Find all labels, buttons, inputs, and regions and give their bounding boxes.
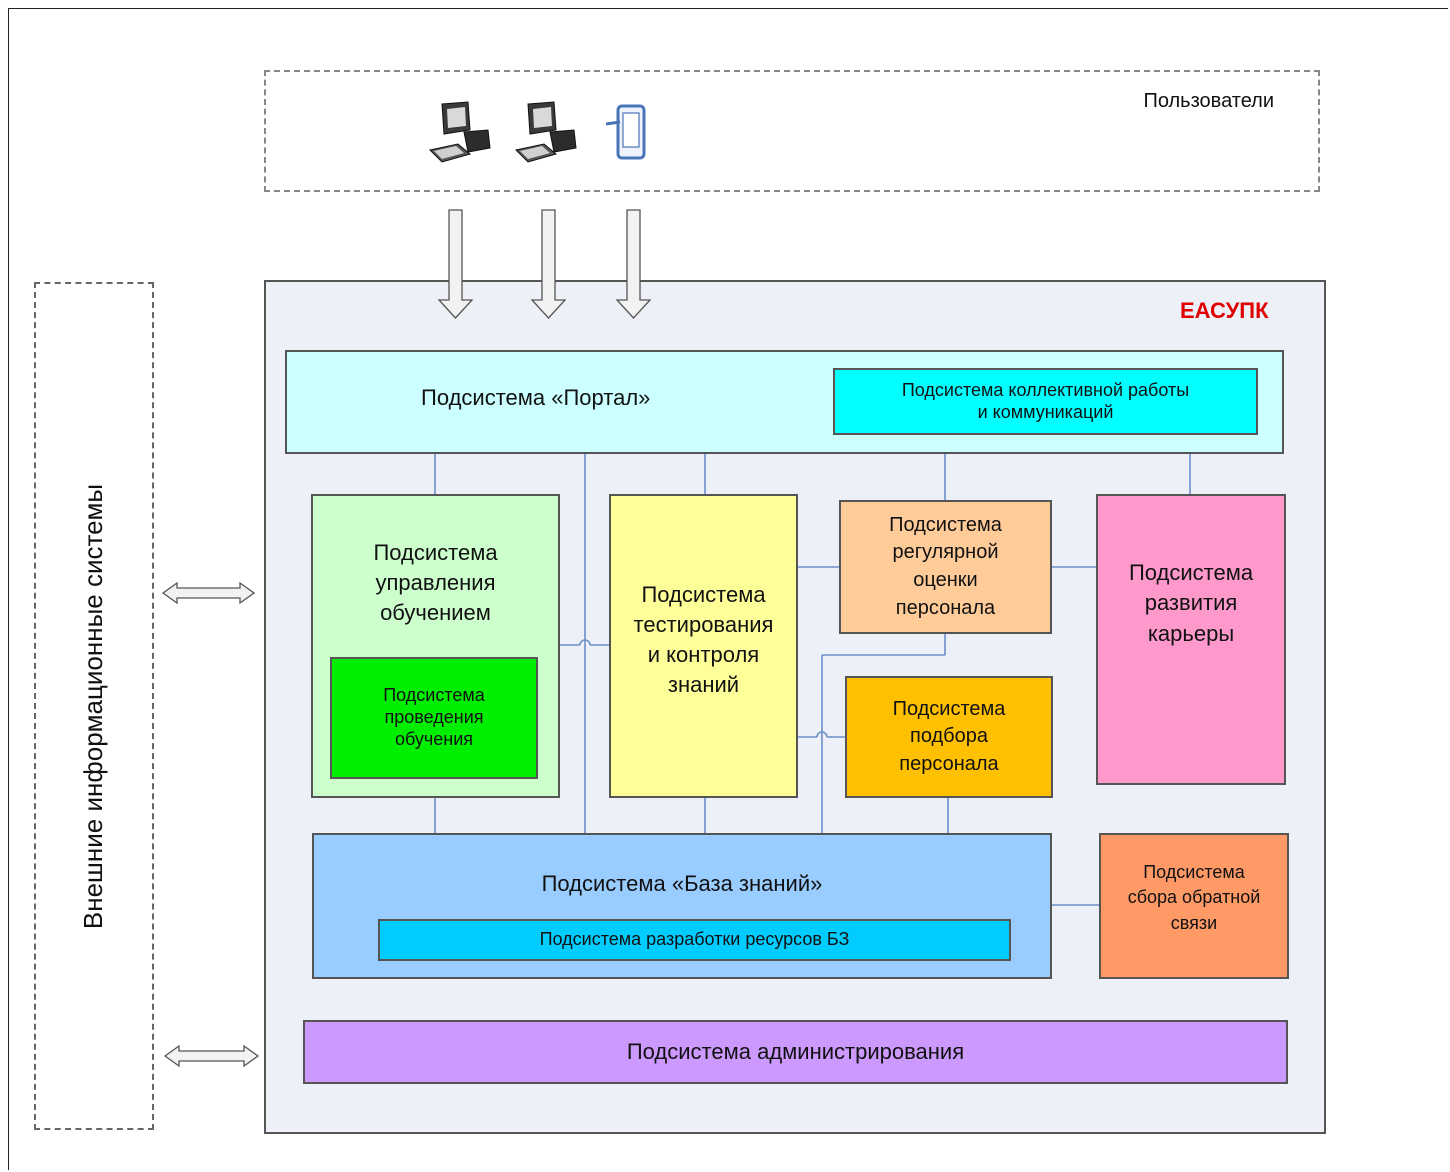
feedback-label-line1: Подсистема bbox=[1143, 862, 1245, 883]
collab-subsystem: Подсистема коллективной работы и коммуни… bbox=[833, 368, 1258, 435]
external-systems-box: Внешние информационные системы bbox=[34, 282, 154, 1130]
kb-resources-subsystem: Подсистема разработки ресурсов БЗ bbox=[378, 919, 1011, 961]
connector-line bbox=[579, 639, 591, 646]
down-arrow bbox=[437, 209, 474, 319]
testing-label-line1: Подсистема bbox=[641, 582, 766, 608]
testing-label-line4: знаний bbox=[667, 671, 740, 697]
knowledge-base-label: Подсистема «База знаний» bbox=[541, 871, 823, 896]
learning-mgmt-label-line2: управления bbox=[375, 569, 496, 595]
down-arrow bbox=[530, 209, 567, 319]
connector-line bbox=[816, 731, 828, 738]
learning-exec-label-line1: Подсистема bbox=[383, 685, 485, 706]
feedback-label-line3: связи bbox=[1170, 912, 1218, 933]
assessment-label-line2: регулярной bbox=[892, 541, 999, 564]
administration-subsystem: Подсистема администрирования bbox=[303, 1020, 1288, 1084]
assessment-subsystem: Подсистема регулярной оценки персонала bbox=[839, 500, 1052, 634]
learning-exec-label-line2: проведения bbox=[384, 707, 484, 728]
portal-label: Подсистема «Портал» bbox=[421, 384, 651, 410]
learning-mgmt-label-line1: Подсистема bbox=[373, 540, 498, 565]
career-label-line3: карьеры bbox=[1147, 620, 1235, 646]
users-box: Пользователи bbox=[264, 70, 1320, 192]
recruiting-label-line1: Подсистема bbox=[892, 697, 1006, 720]
down-arrow bbox=[615, 209, 652, 319]
learning-execution-subsystem: Подсистема проведения обучения bbox=[330, 657, 538, 779]
career-subsystem: Подсистема развития карьеры bbox=[1096, 494, 1286, 785]
testing-label-line3: и контроля bbox=[647, 642, 760, 667]
feedback-subsystem: Подсистема сбора обратной связи bbox=[1099, 833, 1289, 979]
easupk-title: ЕАСУПК bbox=[1180, 298, 1269, 323]
users-label: Пользователи bbox=[1143, 90, 1274, 112]
bidirectional-arrow bbox=[163, 1044, 260, 1068]
collab-label-line2: и коммуникаций bbox=[977, 401, 1114, 422]
learning-mgmt-label-line3: обучением bbox=[380, 599, 491, 625]
desktop-computer-icon bbox=[428, 101, 491, 163]
administration-label: Подсистема администрирования bbox=[626, 1038, 965, 1064]
learning-exec-label-line3: обучения bbox=[394, 728, 474, 749]
kb-resources-label: Подсистема разработки ресурсов БЗ bbox=[539, 929, 850, 950]
diagram-frame bbox=[8, 8, 1448, 1170]
desktop-computer-icon bbox=[514, 101, 577, 163]
mobile-device-icon bbox=[605, 104, 646, 160]
bidirectional-arrow bbox=[161, 581, 256, 605]
career-label-line1: Подсистема bbox=[1128, 559, 1254, 585]
assessment-label-line4: персонала bbox=[895, 596, 996, 619]
testing-label-line2: тестирования bbox=[633, 612, 774, 638]
recruiting-label-line2: подбора bbox=[909, 725, 988, 748]
assessment-label-line1: Подсистема bbox=[889, 513, 1002, 536]
assessment-label-line3: оценки bbox=[913, 569, 978, 591]
recruiting-label-line3: персонала bbox=[899, 752, 999, 775]
feedback-label-line2: сбора обратной bbox=[1127, 887, 1261, 908]
testing-subsystem: Подсистема тестирования и контроля знани… bbox=[609, 494, 798, 798]
career-label-line2: развития bbox=[1144, 590, 1238, 616]
collab-label-line1: Подсистема коллективной работы bbox=[901, 379, 1190, 400]
recruiting-subsystem: Подсистема подбора персонала bbox=[845, 676, 1053, 798]
